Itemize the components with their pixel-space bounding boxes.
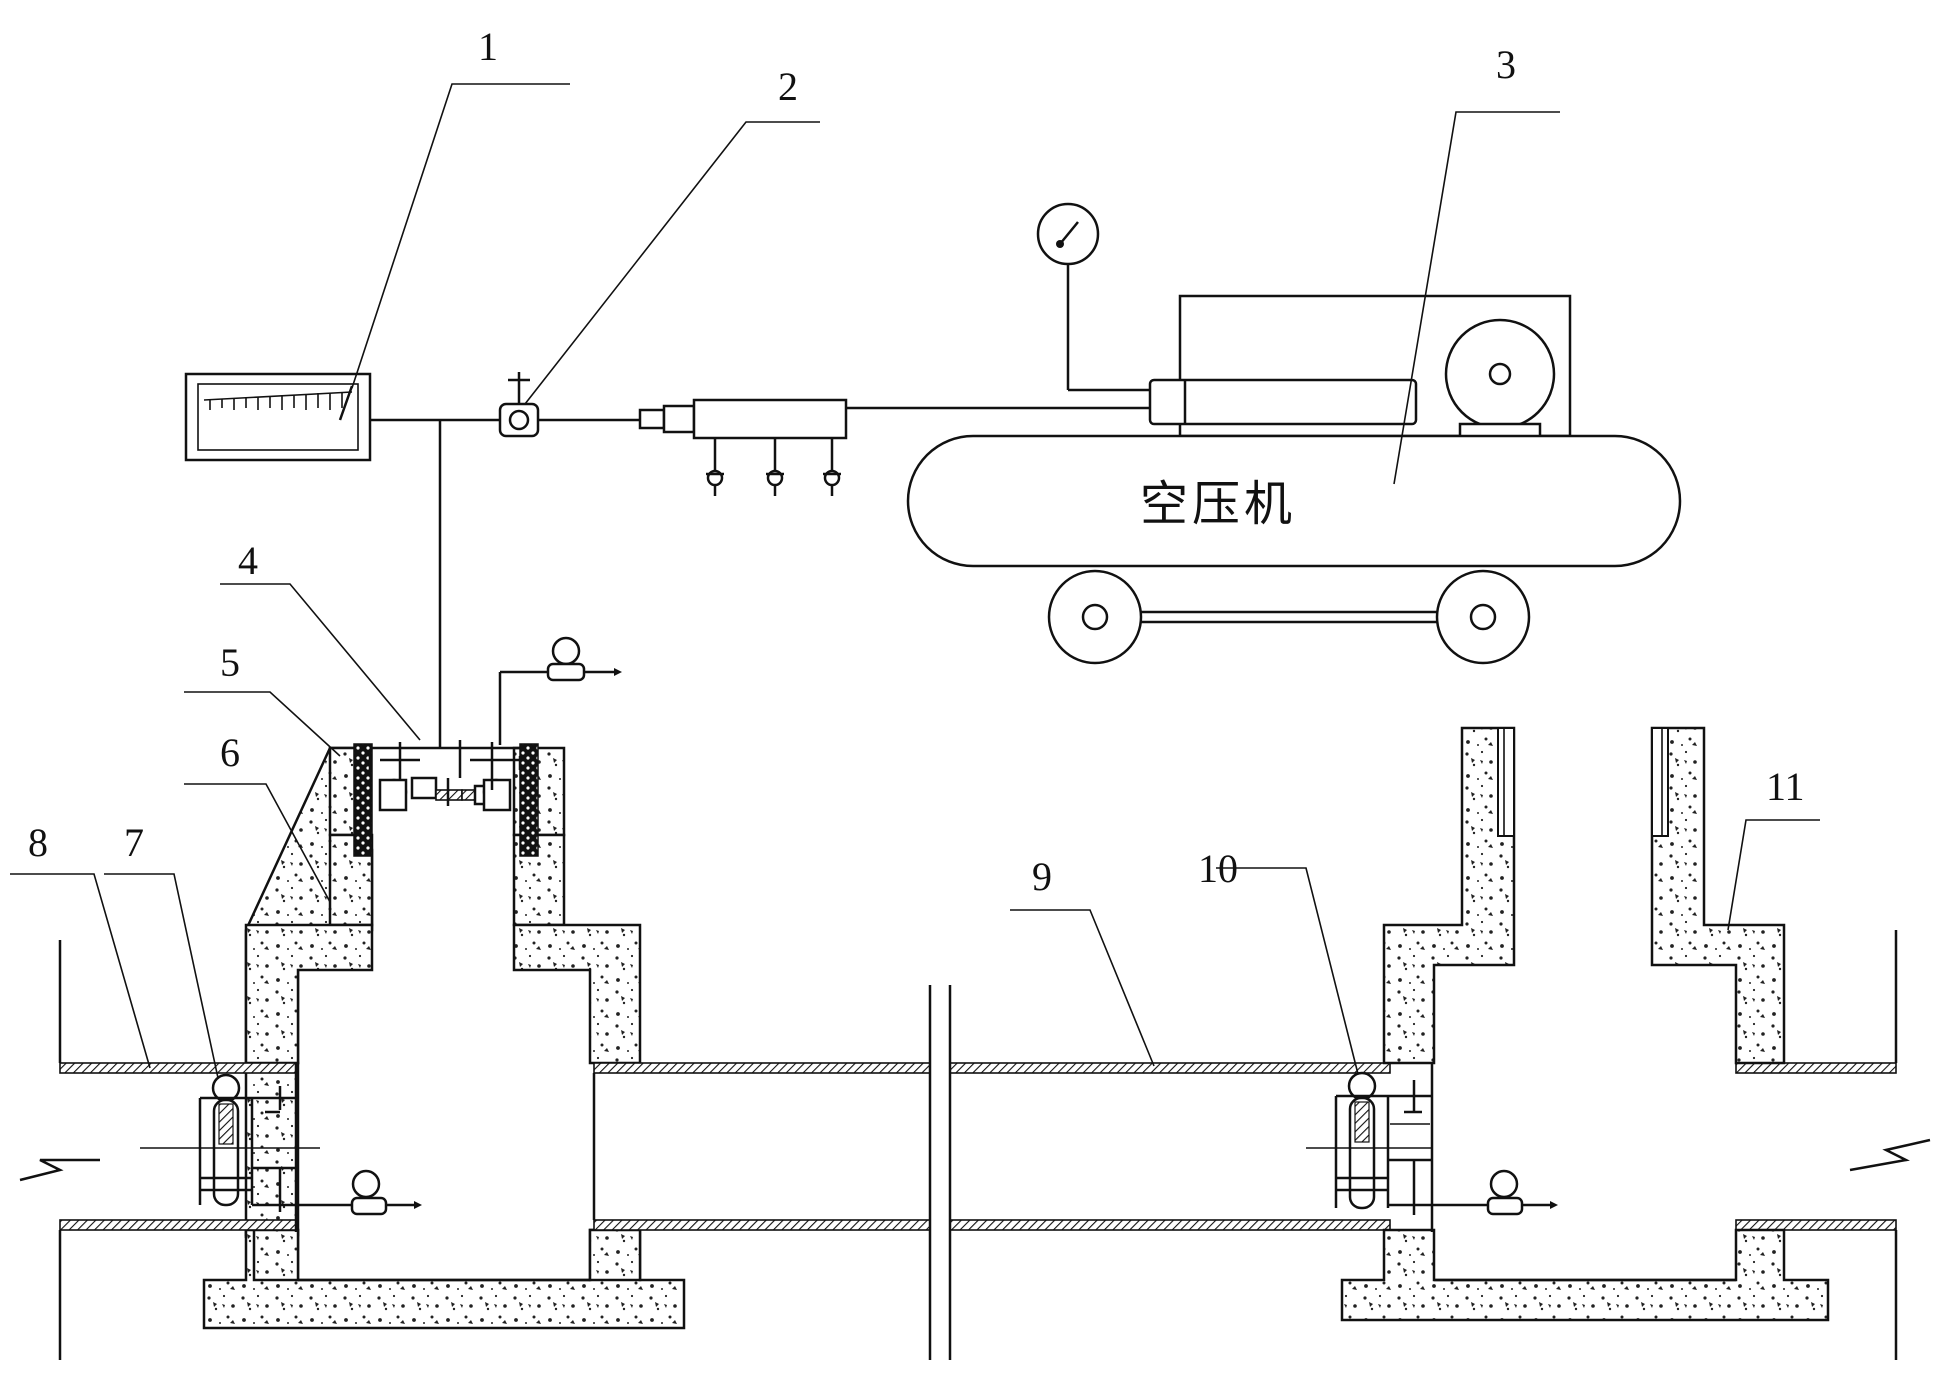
air-manifold xyxy=(638,398,848,496)
pipe-pressure-gauge-left xyxy=(351,1169,381,1199)
number-labels: 1 2 3 4 5 6 8 7 9 10 11 xyxy=(28,24,1805,899)
label-8: 8 xyxy=(28,820,48,865)
left-pipe-plug xyxy=(140,1062,422,1232)
label-3: 3 xyxy=(1496,42,1516,87)
leader-lines xyxy=(10,83,1820,1079)
pipe-outlet-top-wall xyxy=(1735,1062,1897,1074)
pipe-8-bottom-wall xyxy=(59,1219,297,1231)
label-2: 2 xyxy=(778,64,798,109)
label-5: 5 xyxy=(220,640,240,685)
pipe-9-bottom-wall-b xyxy=(949,1219,1391,1231)
recorder-scale-ticks xyxy=(209,392,343,410)
label-7: 7 xyxy=(124,820,144,865)
pipe-9-bottom-wall-a xyxy=(593,1219,931,1231)
control-valve xyxy=(498,372,540,438)
air-supply-lines xyxy=(370,406,1150,748)
label-10: 10 xyxy=(1198,846,1238,891)
right-inspection-well xyxy=(1340,726,1830,1322)
pipe-8-top-wall xyxy=(59,1062,297,1074)
label-4: 4 xyxy=(238,538,258,583)
well-pressure-gauge xyxy=(551,636,581,666)
pipe-pressure-gauge-right xyxy=(1489,1169,1519,1199)
compressor-label: 空压机 xyxy=(1140,476,1296,532)
pressure-recorder xyxy=(184,372,372,462)
label-11: 11 xyxy=(1766,764,1805,809)
air-compressor: 空压机 xyxy=(906,202,1682,665)
left-inspection-well xyxy=(202,743,686,1330)
right-pipe-plug xyxy=(1306,1062,1558,1232)
pipe-9-top-wall-a xyxy=(593,1062,931,1074)
pipe-outlet-bottom-wall xyxy=(1735,1219,1897,1231)
pipe-9-top-wall-b xyxy=(949,1062,1391,1074)
test-pipeline xyxy=(19,930,1931,1360)
right-plug-seal xyxy=(519,743,539,857)
left-plug-seal xyxy=(353,743,373,857)
top-plug-assembly xyxy=(368,636,622,812)
label-6: 6 xyxy=(220,730,240,775)
label-9: 9 xyxy=(1032,854,1052,899)
label-1: 1 xyxy=(478,24,498,69)
